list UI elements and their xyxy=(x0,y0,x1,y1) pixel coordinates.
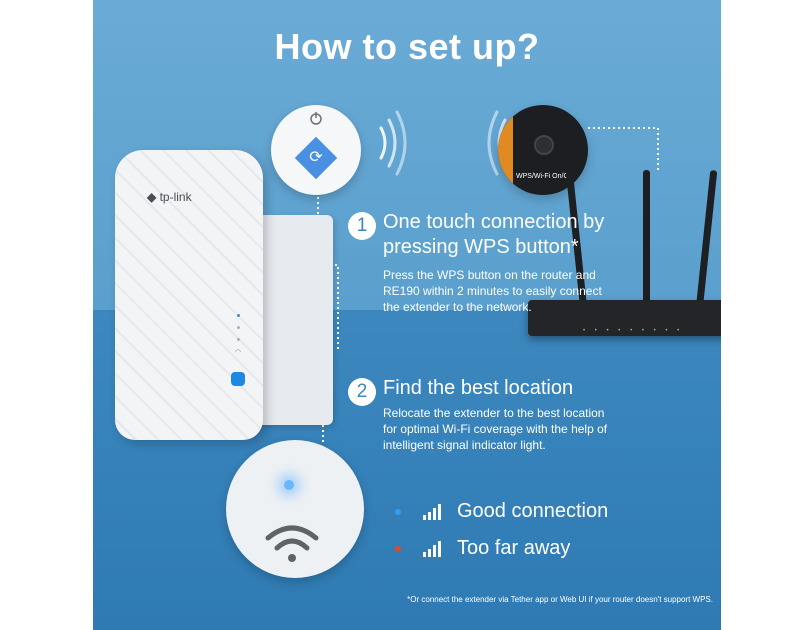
step-1-desc-line: Press the WPS button on the router and xyxy=(383,268,596,282)
step-1-description: Press the WPS button on the router and R… xyxy=(383,267,643,315)
led-2g xyxy=(237,326,240,329)
signal-indicator-lens xyxy=(226,440,364,578)
wifi-icon xyxy=(265,525,319,562)
footnote: *Or connect the extender via Tether app … xyxy=(407,595,713,604)
brand-text: tp-link xyxy=(159,190,192,204)
bad-dot xyxy=(395,545,401,552)
step-1-number: 1 xyxy=(348,212,376,240)
step-2-desc-line: intelligent signal indicator light. xyxy=(383,438,546,452)
range-extender: ◆ tp-link ◠ xyxy=(115,150,263,440)
router-leds: • • • • • • • • • xyxy=(583,328,684,334)
step-2-title: Find the best location xyxy=(383,377,574,399)
led-power xyxy=(237,314,240,317)
legend-bad: Too far away xyxy=(395,537,570,560)
good-dot xyxy=(395,508,401,515)
router-body: • • • • • • • • • xyxy=(528,300,721,336)
step-2-description: Relocate the extender to the best locati… xyxy=(383,405,643,453)
signal-led-glow xyxy=(284,480,294,490)
router-antenna xyxy=(643,170,650,310)
signal-bars-icon xyxy=(423,503,441,520)
router: • • • • • • • • • xyxy=(528,170,721,370)
step-2-desc-line: Relocate the extender to the best locati… xyxy=(383,406,605,420)
step-2-desc-line: for optimal Wi-Fi coverage with the help… xyxy=(383,422,608,436)
setup-panel: How to set up? ◆ tp-link ◠ ⟳ xyxy=(93,0,721,630)
legend-good-label: Good connection xyxy=(457,500,609,522)
router-edge-accent xyxy=(498,105,513,195)
step-2-number: 2 xyxy=(348,378,376,406)
step-1-desc-line: the extender to the network. xyxy=(383,300,532,314)
wps-icon: ⟳ xyxy=(294,136,338,180)
page-title: How to set up? xyxy=(274,26,540,67)
step-1-title: One touch connection by pressing WPS but… xyxy=(383,210,604,260)
brand-logo: ◆ tp-link xyxy=(147,190,192,204)
step-1-title-line: pressing WPS button* xyxy=(383,236,579,258)
power-icon xyxy=(310,112,322,125)
extender-button-lens: ⟳ xyxy=(271,105,361,195)
router-button-label: WPS/Wi-Fi On/Off xyxy=(516,173,573,180)
router-antenna xyxy=(695,170,718,310)
router-wps-button[interactable] xyxy=(534,135,554,155)
legend-good: Good connection xyxy=(395,500,608,523)
step-1-title-line: One touch connection by xyxy=(383,211,605,233)
legend-bad-label: Too far away xyxy=(457,537,571,559)
signal-led-icon: ◠ xyxy=(235,349,242,356)
led-5g xyxy=(237,338,240,341)
step-1-desc-line: RE190 within 2 minutes to easily connect xyxy=(383,284,602,298)
signal-bars-icon xyxy=(423,540,441,557)
wps-button[interactable] xyxy=(231,372,245,386)
